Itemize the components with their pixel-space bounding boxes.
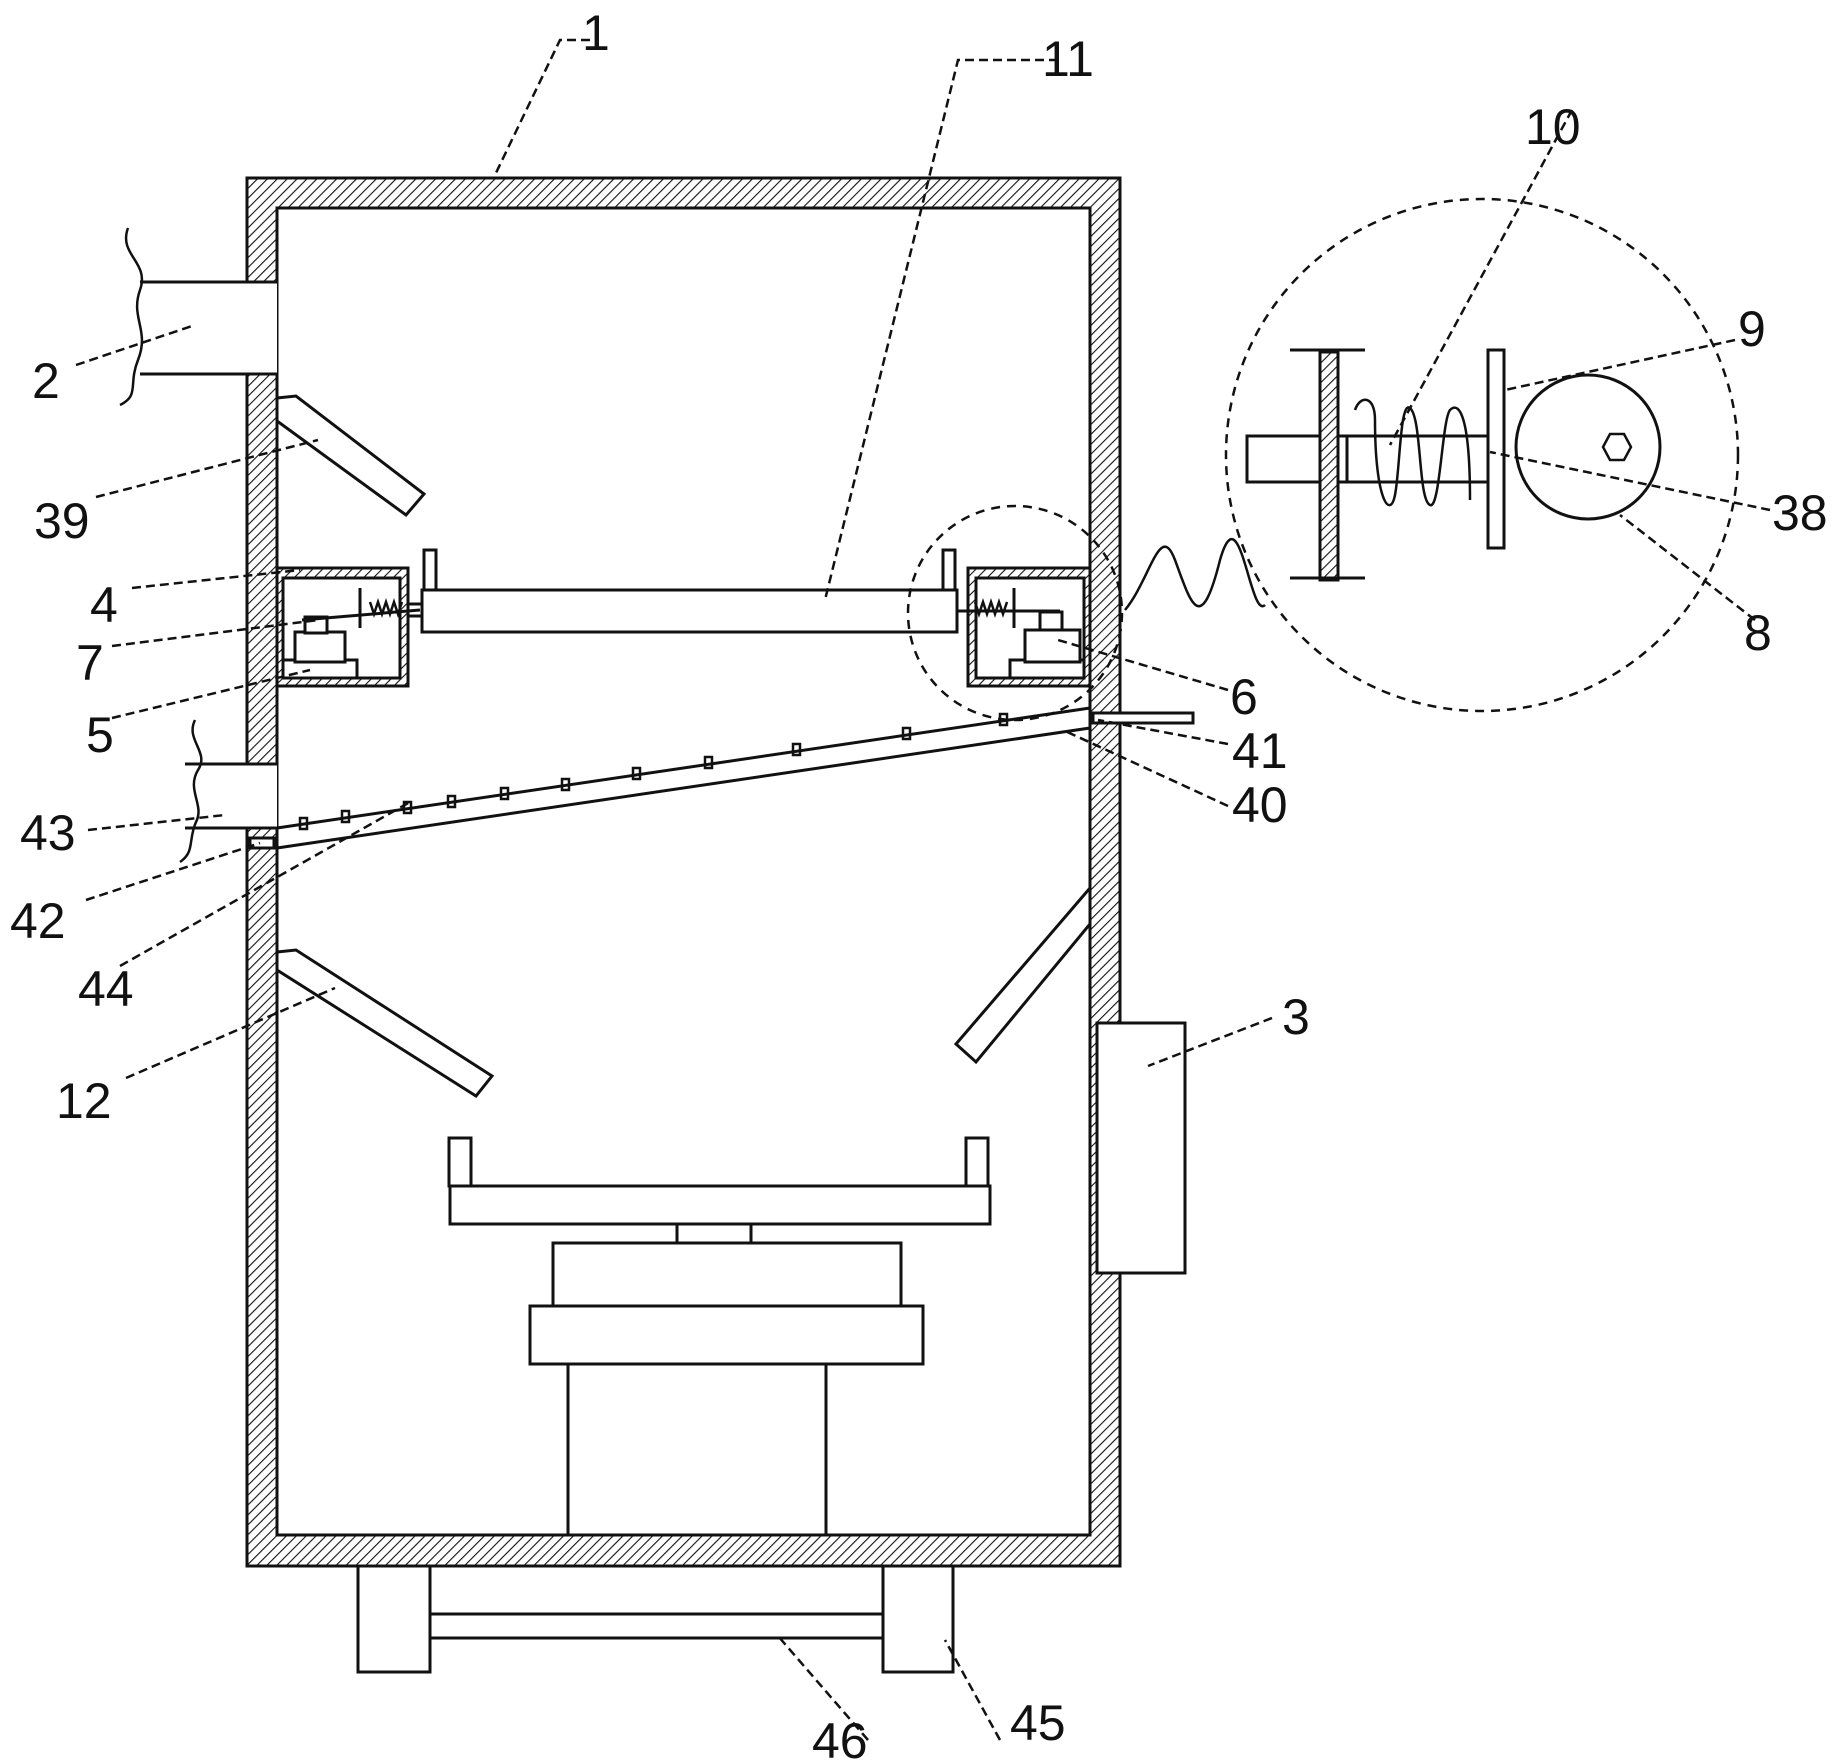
baffle-upper-left	[275, 394, 427, 518]
right-mount-box	[957, 566, 1092, 688]
label-40: 40	[1232, 777, 1288, 833]
label-41: 41	[1232, 723, 1288, 779]
spray-pipe	[276, 706, 1195, 850]
screen-frame	[420, 548, 959, 634]
detail-callout	[906, 197, 1740, 722]
left-mount-box	[275, 566, 425, 688]
label-11: 11	[1042, 31, 1094, 87]
label-43: 43	[20, 805, 76, 861]
baffle-lower-left	[275, 948, 495, 1098]
label-7: 7	[76, 635, 104, 691]
leader-lines	[75, 38, 1771, 1741]
control-box	[1095, 1021, 1187, 1275]
platform	[447, 1136, 992, 1535]
baffle-lower-right	[953, 883, 1092, 1065]
label-5: 5	[86, 707, 114, 763]
label-38: 38	[1772, 485, 1828, 541]
label-39: 39	[34, 493, 90, 549]
label-10: 10	[1525, 99, 1581, 155]
reference-numerals: 1 11 2 39 4 7 5 6 41 40 43 42 44 12 3 10…	[10, 5, 1828, 1764]
label-46: 46	[812, 1713, 868, 1764]
label-12: 12	[56, 1073, 112, 1129]
label-6: 6	[1230, 669, 1258, 725]
feet	[356, 1564, 955, 1674]
label-4: 4	[90, 577, 118, 633]
label-42: 42	[10, 893, 66, 949]
label-44: 44	[78, 961, 134, 1017]
label-45: 45	[1010, 1695, 1066, 1751]
label-3: 3	[1282, 989, 1310, 1045]
label-8: 8	[1744, 605, 1772, 661]
housing	[245, 176, 1122, 1568]
label-1: 1	[582, 5, 610, 61]
inlet-pipe	[119, 227, 277, 407]
outlet-pipe	[179, 719, 277, 864]
label-9: 9	[1738, 301, 1766, 357]
label-2: 2	[32, 353, 60, 409]
